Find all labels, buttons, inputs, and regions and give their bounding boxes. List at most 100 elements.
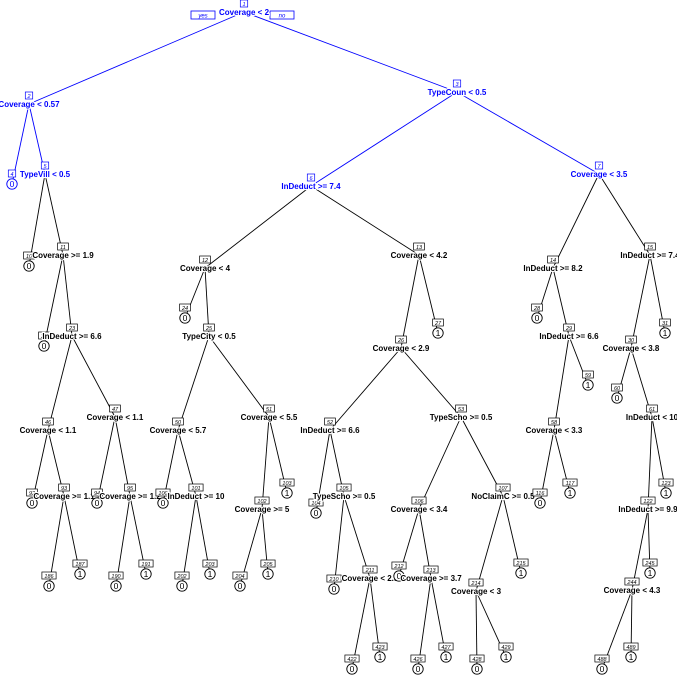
node-id-box xyxy=(624,577,640,586)
node-id-label: 5 xyxy=(43,164,47,170)
leaf-class-label: 1 xyxy=(436,328,441,338)
node-id-box xyxy=(58,483,70,492)
split-condition-label: Coverage < 5.7 xyxy=(150,426,207,435)
leaf-circle xyxy=(328,583,340,595)
tree-edge xyxy=(418,416,462,510)
node-id-box xyxy=(138,559,154,568)
node-id-label: 122 xyxy=(643,499,652,505)
tree-edge xyxy=(181,495,197,587)
node-id-box xyxy=(531,303,543,312)
yes-branch-label: yes xyxy=(197,14,207,20)
split-condition-label: InDeduct >= 7.4 xyxy=(281,182,341,191)
node-id-label: 426 xyxy=(413,657,423,663)
node-id-box xyxy=(40,161,50,170)
split-condition-label: Coverage < 4.2 xyxy=(391,251,448,260)
leaf-circle xyxy=(140,568,152,580)
leaf-class-label: 0 xyxy=(314,508,319,518)
node-id-label: 23 xyxy=(68,326,76,332)
leaf-circle xyxy=(625,651,637,663)
node-id-label: 59 xyxy=(585,373,591,379)
node-id-box xyxy=(469,654,485,663)
tree-edge xyxy=(208,335,270,418)
split-condition-label: Coverage < 3.4 xyxy=(391,505,448,514)
node-id-label: 210 xyxy=(328,577,339,583)
node-id-label: 186 xyxy=(44,574,54,580)
no-branch-label: no xyxy=(279,14,286,20)
split-condition-label: Coverage < 3 xyxy=(451,587,502,596)
node-id-box xyxy=(411,496,427,505)
leaf-circle xyxy=(534,497,546,509)
node-id-label: 58 xyxy=(551,420,558,426)
split-condition-label: Coverage < 4.3 xyxy=(604,586,661,595)
node-id-label: 26 xyxy=(397,338,405,344)
leaf-class-label: 0 xyxy=(332,584,337,594)
leaf-node: 100 xyxy=(23,251,35,272)
leaf-circle xyxy=(74,568,86,580)
leaf-node: 600 xyxy=(611,383,623,404)
leaf-circle xyxy=(644,567,656,579)
leaf-class-label: 1 xyxy=(586,380,591,390)
leaf-node: 311 xyxy=(659,318,671,339)
leaf-class-label: 0 xyxy=(535,313,540,323)
node-id-box xyxy=(582,370,594,379)
leaf-node: 40 xyxy=(6,169,18,190)
leaf-class-label: 0 xyxy=(10,179,15,189)
node-id-box xyxy=(644,242,656,251)
tree-edge xyxy=(343,495,371,579)
node-id-box xyxy=(658,478,674,487)
tree-edge xyxy=(243,11,458,93)
node-id-label: 105 xyxy=(339,486,349,492)
node-id-box xyxy=(410,654,426,663)
leaf-class-label: 0 xyxy=(42,341,47,351)
leaf-class-label: 1 xyxy=(648,568,653,578)
split-condition-label: Coverage < 4 xyxy=(180,264,231,273)
leaf-circle xyxy=(157,497,169,509)
node-id-label: 205 xyxy=(262,562,273,568)
node-id-label: 22 xyxy=(40,334,47,340)
node-id-label: 7 xyxy=(597,164,601,170)
leaf-circle xyxy=(515,567,527,579)
node-id-box xyxy=(594,161,604,170)
node-id-box xyxy=(659,318,671,327)
split-condition-label: TypeScho >= 0.5 xyxy=(313,492,376,501)
leaf-circle xyxy=(110,580,122,592)
node-id-box xyxy=(423,565,439,574)
tree-edge xyxy=(44,173,64,256)
node-id-label: 15 xyxy=(647,245,654,251)
node-id-box xyxy=(109,404,121,413)
node-id-label: 95 xyxy=(127,486,134,492)
node-id-label: 488 xyxy=(597,657,607,663)
node-id-box xyxy=(563,323,575,332)
node-id-label: 422 xyxy=(347,657,356,663)
node-id-label: 213 xyxy=(425,568,436,574)
leaf-circle xyxy=(346,663,358,675)
node-id-box xyxy=(562,478,578,487)
tree-edge xyxy=(475,495,504,592)
node-id-label: 429 xyxy=(501,645,510,651)
node-id-box xyxy=(625,335,637,344)
leaf-class-label: 0 xyxy=(30,498,35,508)
tree-edge xyxy=(310,185,420,256)
leaf-node: 220 xyxy=(38,331,50,352)
split-condition-label: Coverage < 2.9 xyxy=(373,344,430,353)
node-id-label: 28 xyxy=(533,306,541,312)
leaf-class-label: 1 xyxy=(519,568,524,578)
tree-edge xyxy=(115,495,131,587)
node-id-label: 92 xyxy=(29,491,35,497)
